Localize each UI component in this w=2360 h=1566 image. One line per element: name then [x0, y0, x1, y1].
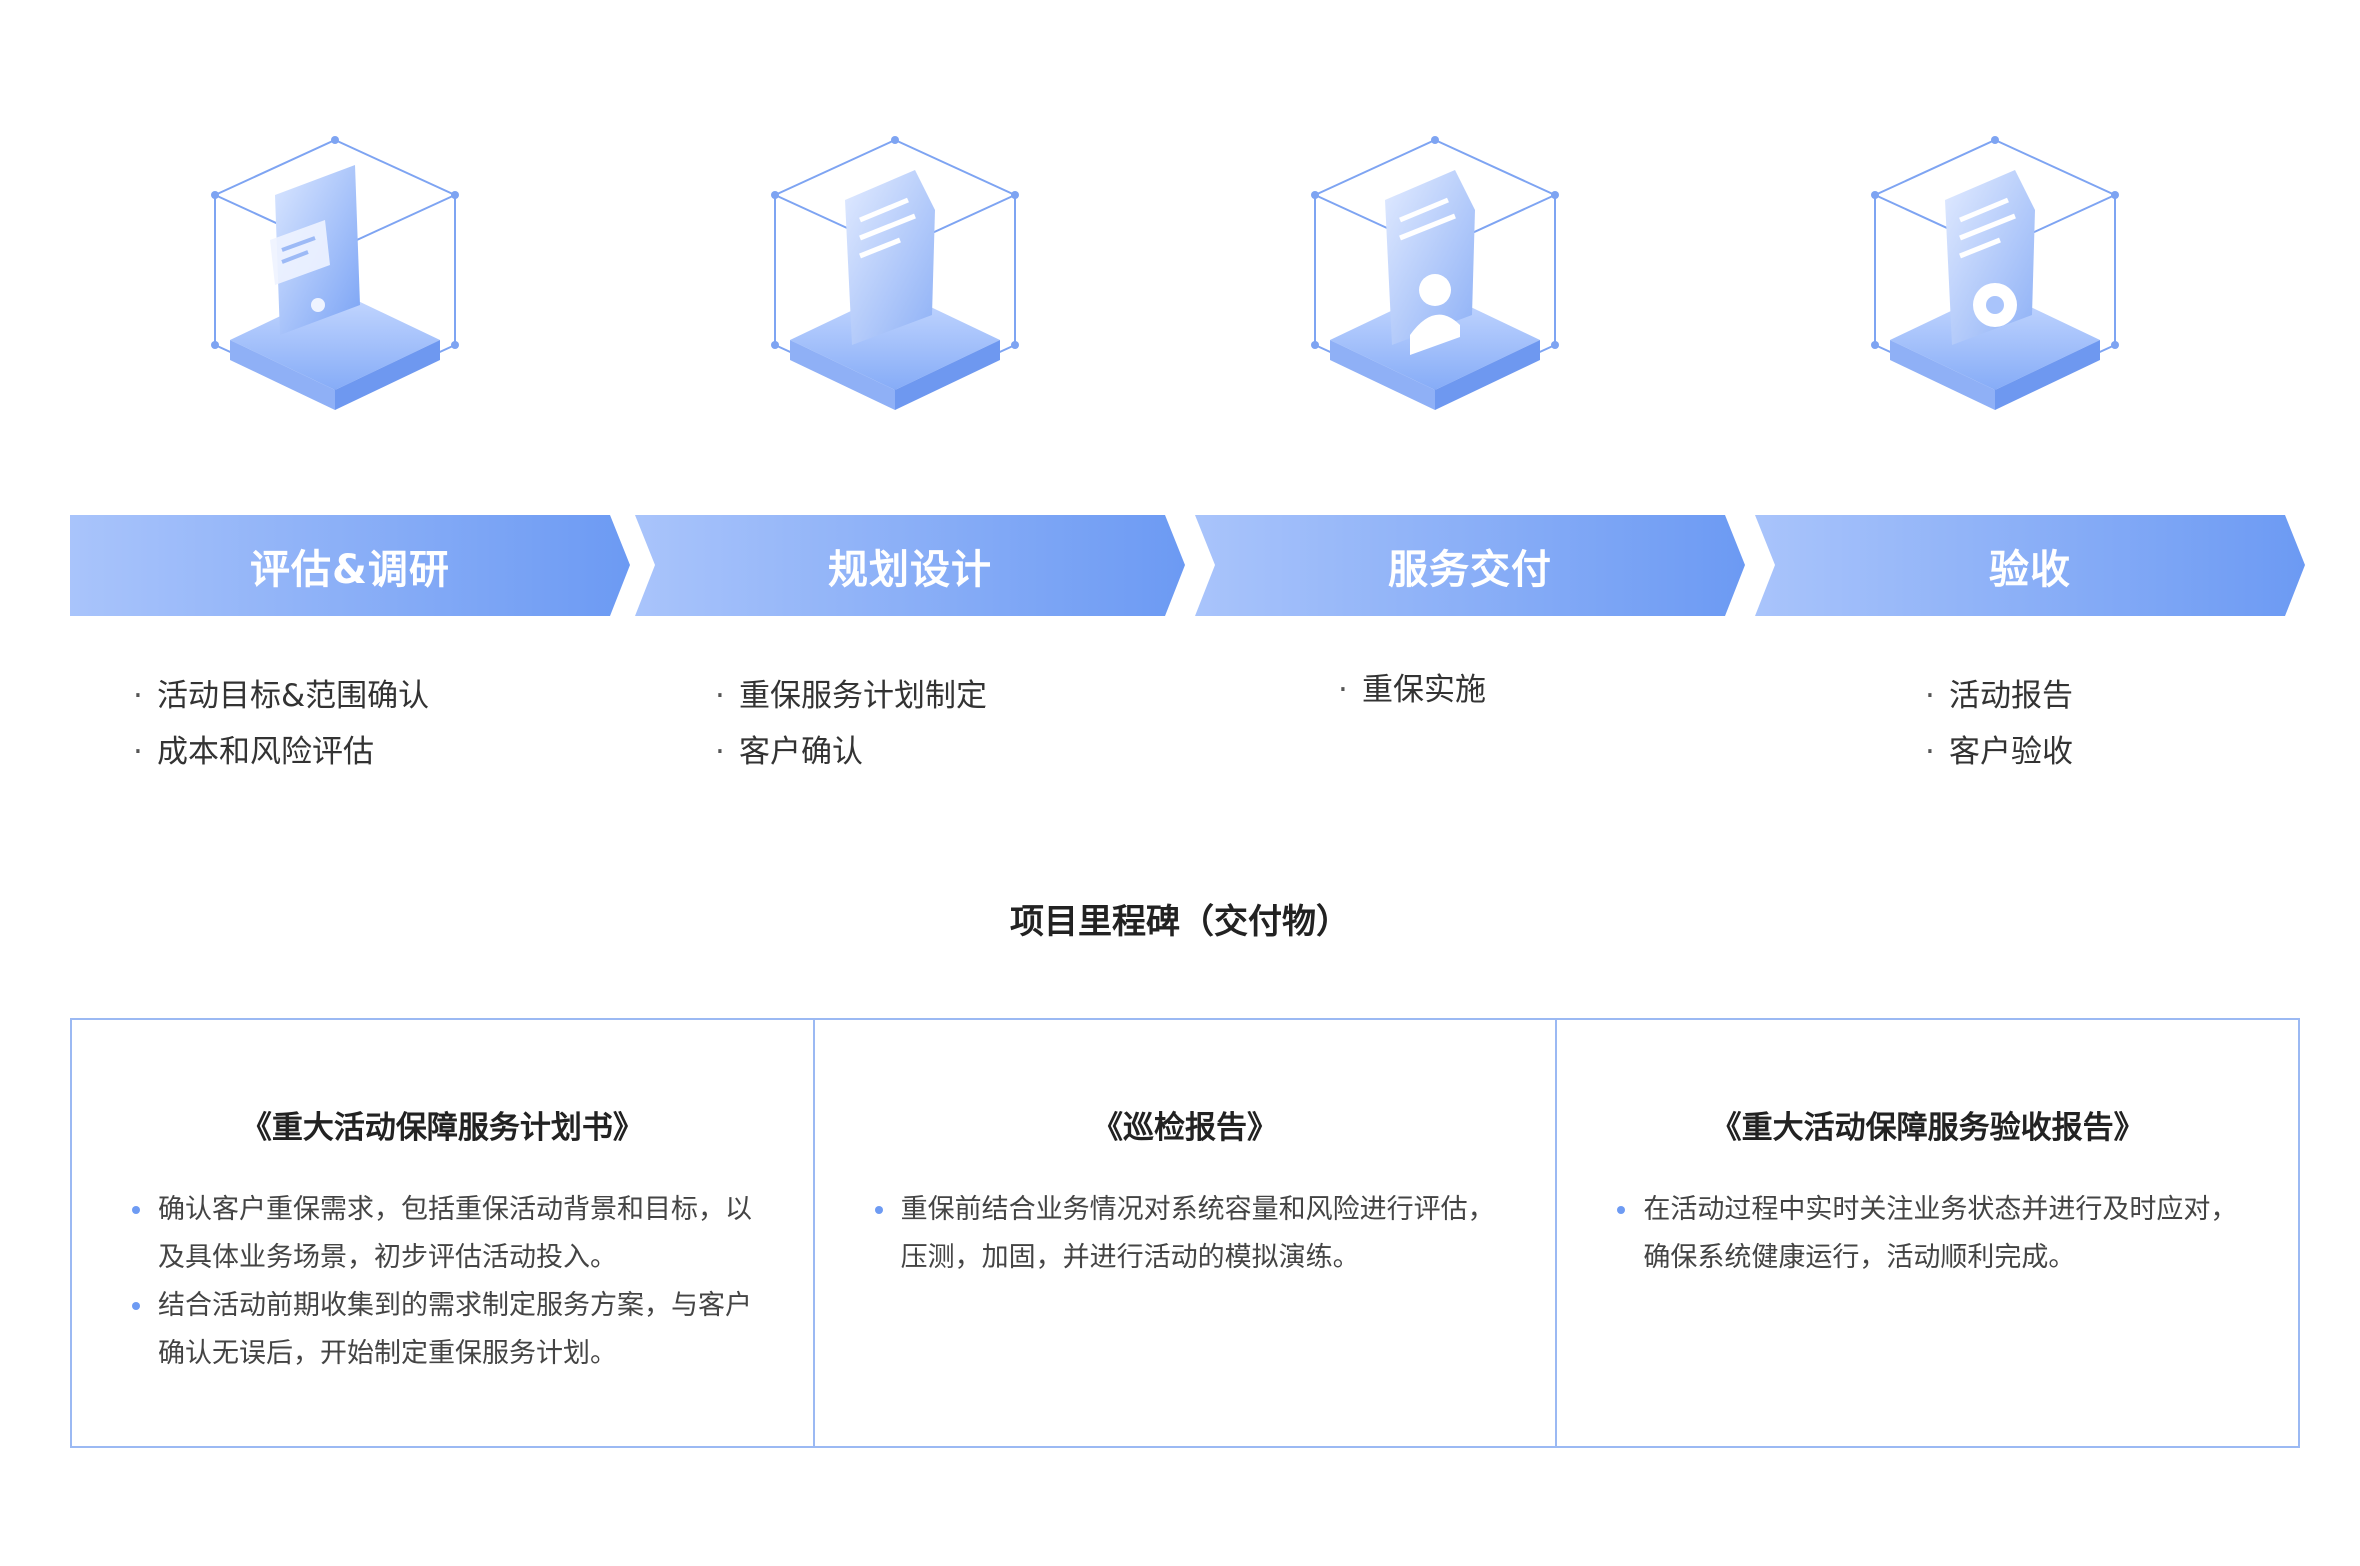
list-item: ·活动报告	[1925, 678, 2073, 714]
deliverable-card: 《重大活动保障服务计划书》 确认客户重保需求，包括重保活动背景和目标，以及具体业…	[72, 1020, 815, 1446]
stage-label: 评估&调研	[250, 546, 450, 593]
document-person-icon	[1311, 136, 1559, 410]
stage-arrow-1: 评估&调研	[70, 515, 630, 616]
stage-2-illustration	[760, 130, 1030, 450]
stage-1-illustration	[200, 130, 470, 450]
stage-arrow-4: 验收	[1755, 515, 2305, 616]
list-item: 在活动过程中实时关注业务状态并进行及时应对，确保系统健康运行，活动顺利完成。	[1617, 1186, 2258, 1282]
list-item: ·客户确认	[715, 734, 863, 770]
deliverable-list: 确认客户重保需求，包括重保活动背景和目标，以及具体业务场景，初步评估活动投入。 …	[132, 1186, 773, 1378]
deliverable-title: 《重大活动保障服务验收报告》	[1710, 1110, 2145, 1146]
stage-4-illustration	[1860, 130, 2130, 450]
deliverable-list: 在活动过程中实时关注业务状态并进行及时应对，确保系统健康运行，活动顺利完成。	[1617, 1186, 2258, 1282]
stage-arrow-2: 规划设计	[635, 515, 1185, 616]
list-item: ·客户验收	[1925, 734, 2073, 770]
deliverable-title: 《巡检报告》	[1092, 1110, 1278, 1146]
stage-label: 服务交付	[1388, 546, 1552, 593]
list-item: 重保前结合业务情况对系统容量和风险进行评估，压测，加固，并进行活动的模拟演练。	[874, 1186, 1516, 1282]
deliverable-title: 《重大活动保障服务计划书》	[240, 1110, 644, 1146]
list-item: ·重保服务计划制定	[715, 678, 987, 714]
document-badge-icon	[1871, 136, 2119, 410]
stage-4-items: ·活动报告 ·客户验收	[1925, 668, 2073, 780]
stage-3-items: ·重保实施	[1338, 662, 1486, 718]
list-item: ·活动目标&范围确认	[133, 678, 430, 714]
stage-2-items: ·重保服务计划制定 ·客户确认	[715, 668, 987, 780]
list-item: 确认客户重保需求，包括重保活动背景和目标，以及具体业务场景，初步评估活动投入。	[132, 1186, 773, 1282]
monitor-chat-icon	[211, 136, 459, 410]
deliverable-card: 《重大活动保障服务验收报告》 在活动过程中实时关注业务状态并进行及时应对，确保系…	[1557, 1020, 2298, 1446]
stage-3-illustration	[1300, 130, 1570, 450]
stage-label: 验收	[1989, 546, 2071, 593]
stage-label: 规划设计	[828, 546, 992, 593]
list-item: ·成本和风险评估	[133, 734, 374, 770]
stage-1-items: ·活动目标&范围确认 ·成本和风险评估	[133, 668, 429, 780]
list-item: ·重保实施	[1338, 672, 1486, 708]
document-icon	[771, 136, 1019, 410]
deliverables-table: 《重大活动保障服务计划书》 确认客户重保需求，包括重保活动背景和目标，以及具体业…	[70, 1018, 2300, 1448]
list-item: 结合活动前期收集到的需求制定服务方案，与客户确认无误后，开始制定重保服务计划。	[132, 1282, 773, 1378]
deliverable-list: 重保前结合业务情况对系统容量和风险进行评估，压测，加固，并进行活动的模拟演练。	[874, 1186, 1516, 1282]
milestones-title: 项目里程碑（交付物）	[1010, 902, 1350, 942]
stage-arrow-3: 服务交付	[1195, 515, 1745, 616]
deliverable-card: 《巡检报告》 重保前结合业务情况对系统容量和风险进行评估，压测，加固，并进行活动…	[815, 1020, 1558, 1446]
